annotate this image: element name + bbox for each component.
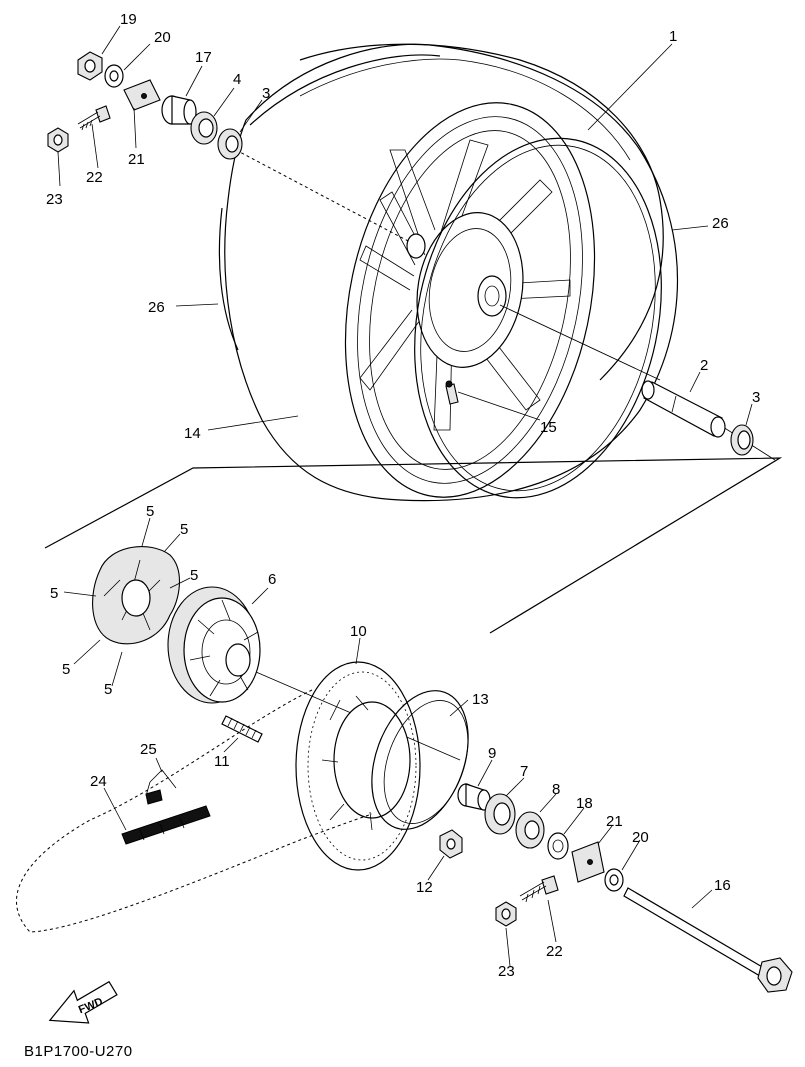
oil-seal-8: [515, 811, 545, 849]
chain-link-group: [121, 805, 211, 845]
label-20-bottom: 20: [632, 829, 649, 846]
label-6: 6: [268, 571, 276, 588]
bearing-7: [484, 793, 516, 835]
rim-tape-right: [414, 137, 662, 499]
label-18: 18: [576, 795, 593, 812]
stud-bolt-11: [221, 715, 263, 743]
axle-line-top: [235, 149, 411, 243]
collar-9: [457, 783, 491, 811]
label-7: 7: [520, 763, 528, 780]
leader-lines: [57, 25, 753, 967]
label-4: 4: [233, 71, 241, 88]
label-12: 12: [416, 879, 433, 896]
sprocket-10: [295, 661, 421, 871]
collar-2: [641, 380, 726, 438]
drive-chain-24: [16, 689, 373, 933]
label-15: 15: [540, 419, 557, 436]
bolt-22-top: [77, 105, 111, 131]
label-3-top: 3: [262, 85, 270, 102]
wheel-axle-16: [623, 887, 793, 993]
label-5-f: 5: [104, 681, 112, 698]
label-13: 13: [472, 691, 489, 708]
tire: [224, 43, 678, 502]
rim-tape-left: [218, 43, 664, 381]
label-3-right: 3: [752, 389, 760, 406]
hub-group-boundary: [44, 457, 783, 634]
label-5-c: 5: [190, 567, 198, 584]
label-9: 9: [488, 745, 496, 762]
chain-puller-21-bottom: [571, 841, 605, 883]
chain-puller-21-top: [123, 79, 161, 111]
label-20-top: 20: [154, 29, 171, 46]
label-14: 14: [184, 425, 201, 442]
label-21-top: 21: [128, 151, 145, 168]
label-22-top: 22: [86, 169, 103, 186]
label-25: 25: [140, 741, 157, 758]
label-23-top: 23: [46, 191, 63, 208]
nut-23-top: [47, 127, 69, 153]
label-22-bottom: 22: [546, 943, 563, 960]
label-23-bottom: 23: [498, 963, 515, 980]
label-5-b: 5: [180, 521, 188, 538]
label-5-d: 5: [50, 585, 58, 602]
label-8: 8: [552, 781, 560, 798]
label-11: 11: [214, 753, 230, 770]
nut-23-bottom: [495, 901, 517, 927]
damper-5: [92, 546, 181, 645]
chain-joint-25: [145, 769, 177, 805]
label-21-bottom: 21: [606, 813, 623, 830]
cast-wheel: [344, 102, 596, 498]
label-2: 2: [700, 357, 708, 374]
label-1: 1: [669, 28, 677, 45]
label-26-right: 26: [712, 215, 729, 232]
collar-18: [547, 832, 569, 860]
oil-seal-3-top: [217, 128, 243, 160]
diagram-code: B1P1700-U270: [24, 1043, 133, 1060]
clutch-hub-6: [167, 586, 261, 704]
collar-17: [161, 95, 197, 125]
label-26-left: 26: [148, 299, 165, 316]
label-24: 24: [90, 773, 107, 790]
oil-seal-3-right: [730, 424, 754, 456]
washer-20-top: [104, 64, 124, 88]
nut-12: [439, 829, 463, 859]
circlip-13: [371, 690, 469, 830]
label-10: 10: [350, 623, 367, 640]
axle-line-right: [499, 304, 661, 381]
label-16: 16: [714, 877, 731, 894]
washer-20-bottom: [604, 868, 624, 892]
part-labels: 1 2 3 3 4 17 19 20 21 22 23 26 26 14 15 …: [46, 11, 760, 980]
fwd-arrow-icon: FWD: [48, 980, 118, 1024]
label-5-a: 5: [146, 503, 154, 520]
bearing-4: [190, 111, 218, 145]
bolt-22-bottom: [519, 875, 559, 903]
nut-19: [77, 51, 103, 81]
label-17: 17: [195, 49, 212, 66]
label-5-e: 5: [62, 661, 70, 678]
label-19: 19: [120, 11, 137, 28]
